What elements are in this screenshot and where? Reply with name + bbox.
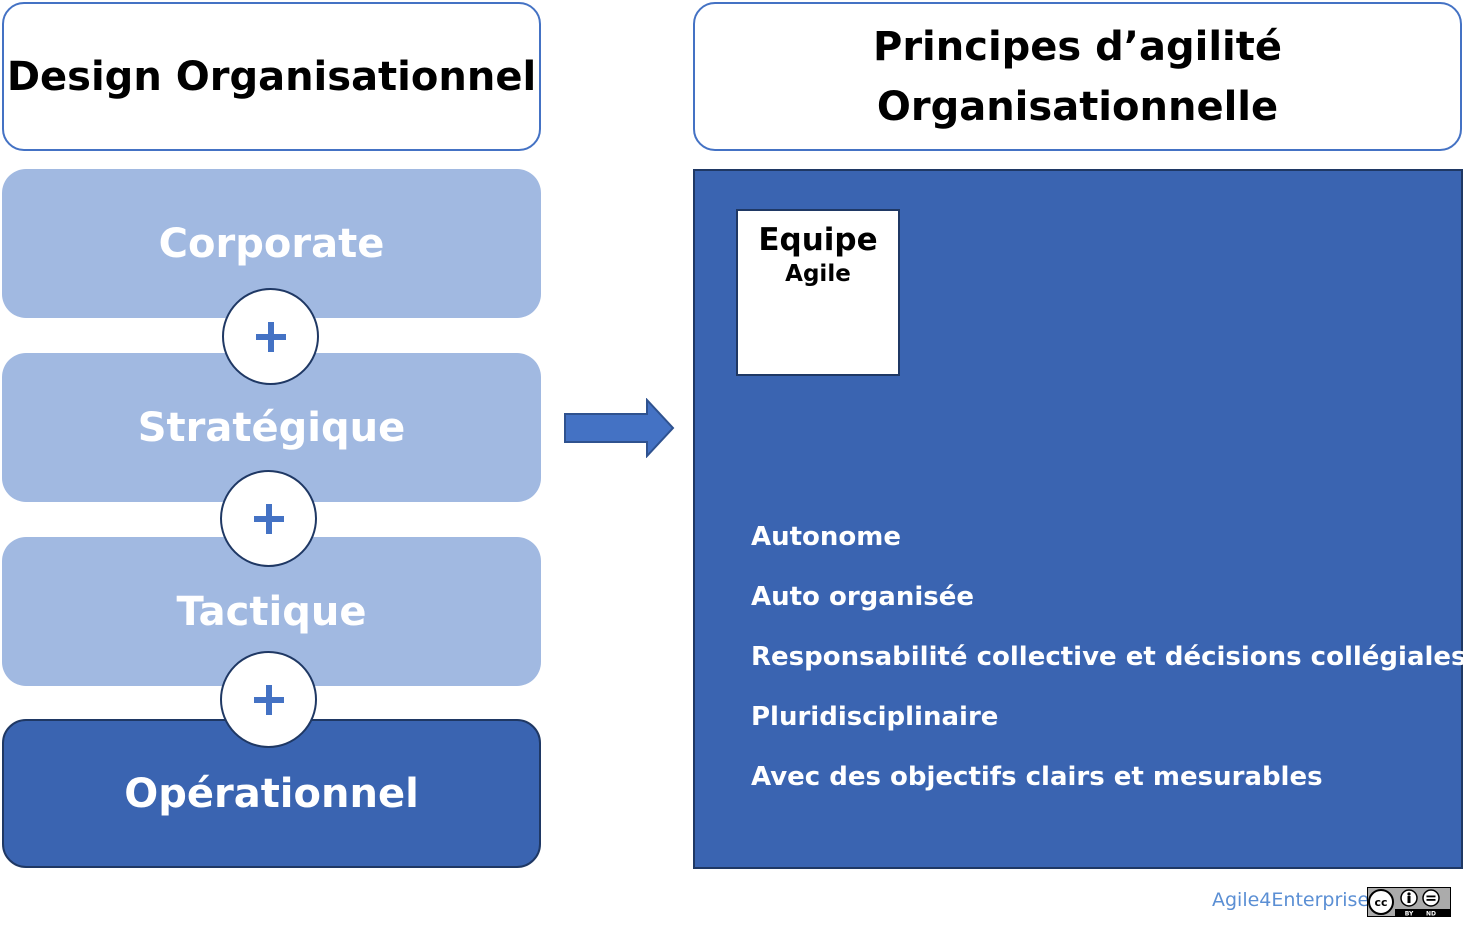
svg-text:ND: ND (1426, 911, 1436, 918)
svg-text:BY: BY (1405, 911, 1414, 918)
level-label: Corporate (158, 220, 385, 267)
principle-item: Autonome (751, 522, 902, 552)
cc-by-nd-icon: cc BY ND (1367, 887, 1451, 917)
principle-item: Avec des objectifs clairs et mesurables (751, 762, 1323, 792)
team-card: Equipe Agile (736, 209, 900, 376)
svg-text:cc: cc (1374, 896, 1387, 909)
design-header-title: Design Organisationnel (6, 53, 537, 100)
principles-header-line-1: Principes d’agilité (873, 23, 1282, 70)
principles-list: Autonome Auto organisée Responsabilité c… (751, 512, 1464, 812)
principles-header: Principes d’agilité Organisationnelle (693, 2, 1462, 151)
right-arrow-icon (564, 398, 675, 458)
plus-icon (220, 651, 317, 748)
design-header: Design Organisationnel (2, 2, 541, 151)
principles-header-line-2: Organisationnelle (876, 83, 1279, 130)
plus-icon (220, 470, 317, 567)
principle-item: Pluridisciplinaire (751, 702, 999, 732)
level-operationnel: Opérationnel (2, 719, 541, 868)
level-label: Opérationnel (124, 770, 419, 817)
principle-item: Auto organisée (751, 582, 974, 612)
principle-item: Responsabilité collective et décisions c… (751, 642, 1464, 672)
level-label: Stratégique (137, 404, 406, 451)
team-title: Equipe (758, 222, 878, 258)
plus-icon (222, 288, 319, 385)
team-subtitle: Agile (785, 261, 851, 287)
credit-text: Agile4Enterprise (1212, 889, 1370, 911)
level-label: Tactique (176, 588, 367, 635)
